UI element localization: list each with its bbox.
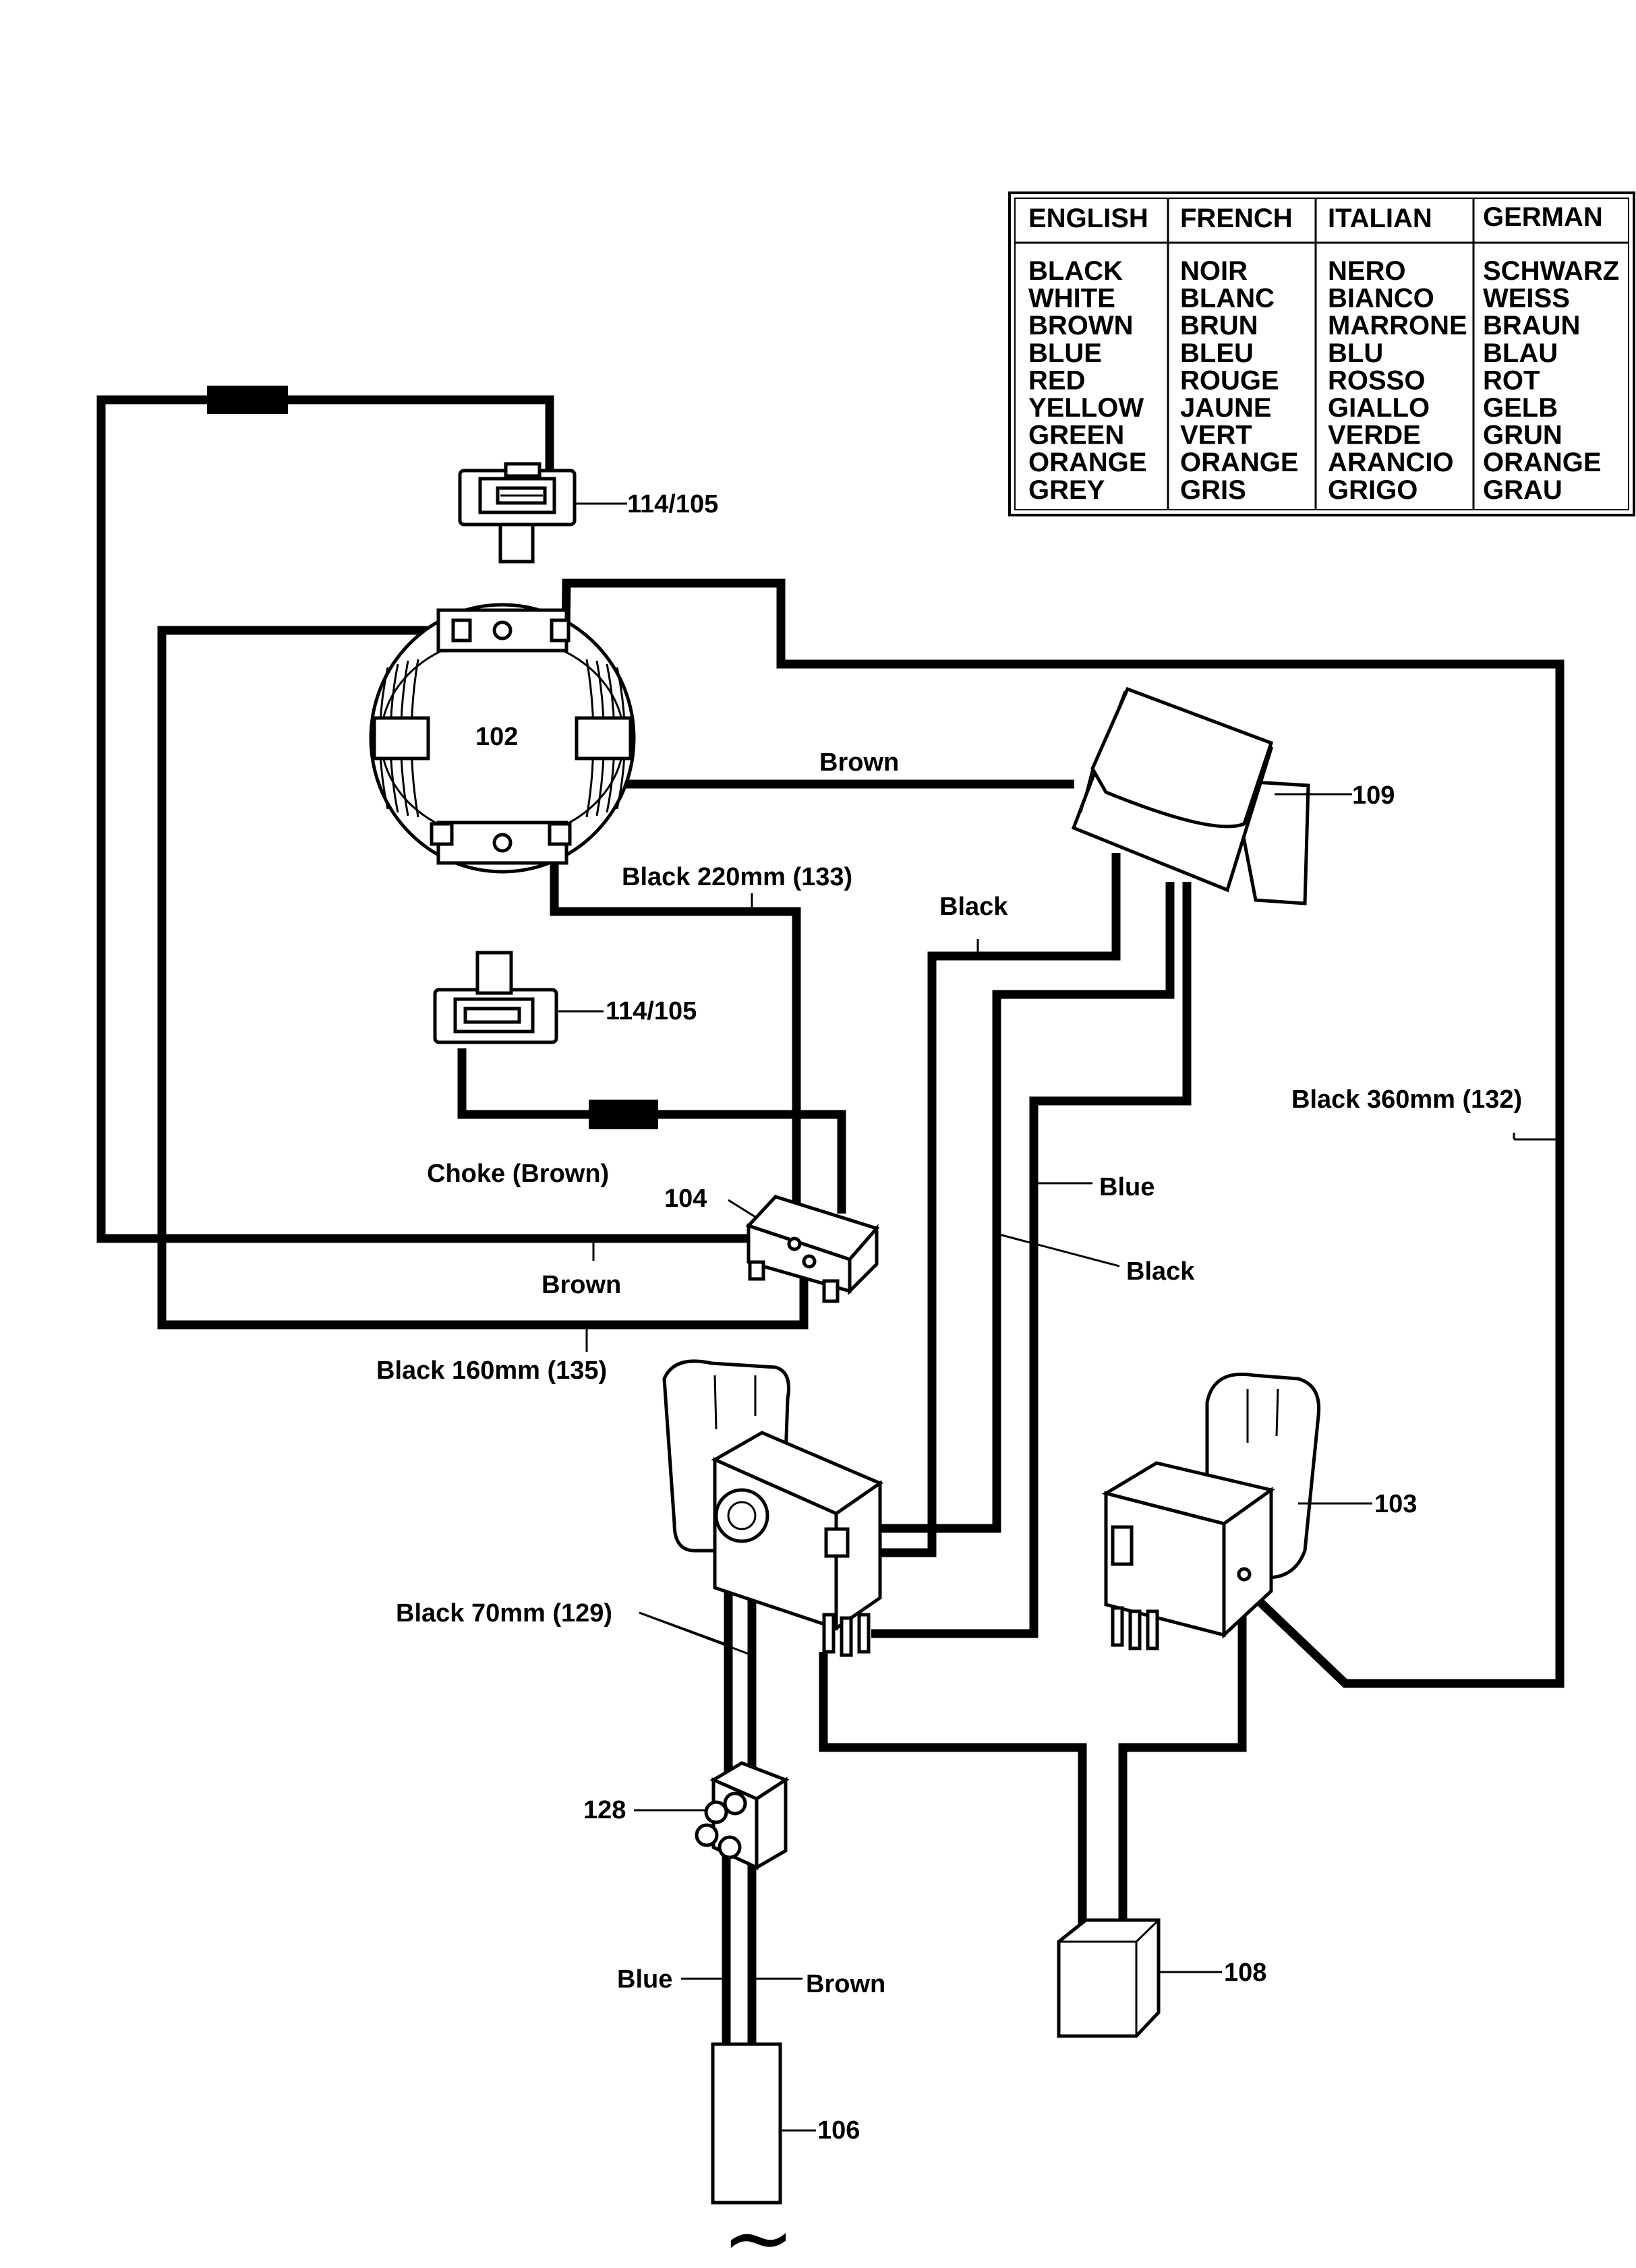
- legend-cell: JAUNE: [1180, 393, 1272, 423]
- legend-cell: GREY: [1028, 475, 1105, 505]
- legend-cell: GRUN: [1483, 421, 1562, 450]
- legend-cell: BLAU: [1483, 338, 1558, 368]
- legend-cell: ROUGE: [1180, 365, 1279, 395]
- label-wire-black-360: Black 360mm (132): [1291, 1085, 1522, 1114]
- legend-cell: GRAU: [1483, 475, 1562, 505]
- legend-cell: GRIS: [1180, 475, 1246, 505]
- wire-ferrite-choke: [589, 1100, 658, 1129]
- brush-holder-top: [458, 462, 577, 564]
- terminal-block-104: [745, 1195, 880, 1303]
- legend-cell: GRIGO: [1328, 475, 1418, 505]
- brush-holder-middle: [433, 951, 558, 1044]
- label-wire-black-220: Black 220mm (133): [622, 863, 852, 891]
- legend-cell: ARANCIO: [1328, 448, 1454, 477]
- wire-black-160: [157, 626, 809, 1330]
- ac-symbol: ~: [722, 2186, 795, 2268]
- connector-128: [695, 1761, 790, 1871]
- legend-header-french: FRENCH: [1180, 204, 1293, 233]
- legend-cell: ORANGE: [1180, 448, 1299, 477]
- legend-cell: BROWN: [1028, 311, 1134, 340]
- leader-lines: [556, 502, 1558, 2132]
- legend-cell: NOIR: [1180, 256, 1248, 286]
- legend-cell: YELLOW: [1028, 393, 1144, 423]
- legend-cell: NERO: [1328, 256, 1406, 286]
- stator-coil-left: [372, 659, 430, 818]
- label-brush-middle: 114/105: [606, 997, 697, 1025]
- legend-cell: VERT: [1180, 421, 1252, 450]
- label-wire-choke: Choke (Brown): [427, 1160, 609, 1188]
- label-wire-black-low: Black: [1126, 1257, 1195, 1286]
- legend-cell: SCHWARZ: [1483, 256, 1619, 286]
- wire-choke-brown: [457, 1048, 846, 1214]
- legend-cell: BRAUN: [1483, 311, 1580, 340]
- legend-cell: WHITE: [1028, 284, 1115, 314]
- wire-labels: Brown Black 220mm (133) Black Black 360m…: [376, 748, 1522, 1998]
- label-brush-top: 114/105: [627, 490, 718, 518]
- wire-module-switch-black-2: [863, 882, 1175, 1533]
- label-module: 109: [1352, 781, 1395, 810]
- legend-cell: GIALLO: [1328, 393, 1430, 423]
- wire-module-switch-black-1: [836, 853, 1121, 1557]
- legend-cell: ORANGE: [1483, 448, 1602, 477]
- label-wire-blue: Blue: [1099, 1173, 1155, 1201]
- label-wire-black-70: Black 70mm (129): [396, 1599, 612, 1628]
- switch-right-103: [1101, 1372, 1321, 1650]
- electronic-module-109: [1071, 686, 1310, 905]
- wire-ferrite-top: [207, 386, 288, 414]
- label-terminal: 104: [664, 1185, 707, 1213]
- legend-cell: BLUE: [1028, 338, 1102, 368]
- label-wire-brown-top: Brown: [819, 748, 899, 777]
- legend-cells: BLACKWHITEBROWNBLUEREDYELLOWGREENORANGEG…: [1028, 256, 1619, 505]
- wire-module-switch-blue: [871, 882, 1192, 1638]
- legend-cell: BRUN: [1180, 311, 1258, 340]
- label-switch-right: 103: [1374, 1490, 1417, 1518]
- wire-switch-plug-left: [819, 1652, 1087, 2006]
- legend-cell: BLACK: [1028, 256, 1123, 286]
- wire-switch-plug-right: [1118, 1610, 1247, 2006]
- wire-top-brush-loop: [96, 395, 776, 1243]
- color-legend-table: ENGLISH FRENCH ITALIAN GERMAN BLACKWHITE…: [1008, 191, 1635, 516]
- part-labels: 114/105 102 109 114/105 104 103 128 108 …: [475, 490, 1417, 2145]
- wire-black-220: [550, 843, 801, 1207]
- label-wire-black-160: Black 160mm (135): [376, 1356, 607, 1385]
- power-cord-106: ~: [711, 2042, 795, 2268]
- wire-black-360: [558, 578, 1565, 1688]
- label-stator: 102: [475, 723, 518, 751]
- label-wire-brown-low: Brown: [542, 1271, 621, 1299]
- legend-cell: GELB: [1483, 393, 1558, 423]
- label-connector: 128: [583, 1796, 626, 1824]
- legend-cell: GREEN: [1028, 421, 1124, 450]
- legend-cell: BLEU: [1180, 338, 1254, 368]
- legend-cell: BLANC: [1180, 284, 1275, 314]
- legend-cell: WEISS: [1483, 284, 1570, 314]
- legend-cell: BIANCO: [1328, 284, 1434, 314]
- legend-cell: MARRONE: [1328, 311, 1467, 340]
- label-plug: 108: [1224, 1959, 1266, 1987]
- plug-108: [1057, 1918, 1161, 2038]
- label-wire-cord-blue: Blue: [617, 1965, 672, 1994]
- label-cord: 106: [817, 2116, 860, 2145]
- legend-header-english: ENGLISH: [1028, 204, 1148, 233]
- switch-left: [662, 1359, 884, 1657]
- legend-header-italian: ITALIAN: [1328, 204, 1432, 233]
- label-wire-black-mid: Black: [939, 893, 1008, 921]
- legend-cell: BLU: [1328, 338, 1383, 368]
- legend-header-german: GERMAN: [1483, 202, 1603, 232]
- legend-cell: ORANGE: [1028, 448, 1147, 477]
- stator-102: [369, 603, 636, 874]
- legend-cell: ROT: [1483, 365, 1540, 395]
- legend-cell: RED: [1028, 365, 1085, 395]
- stator-coil-right: [575, 659, 633, 818]
- legend-cell: ROSSO: [1328, 365, 1425, 395]
- label-wire-cord-brown: Brown: [806, 1970, 885, 1998]
- legend-cell: VERDE: [1328, 421, 1421, 450]
